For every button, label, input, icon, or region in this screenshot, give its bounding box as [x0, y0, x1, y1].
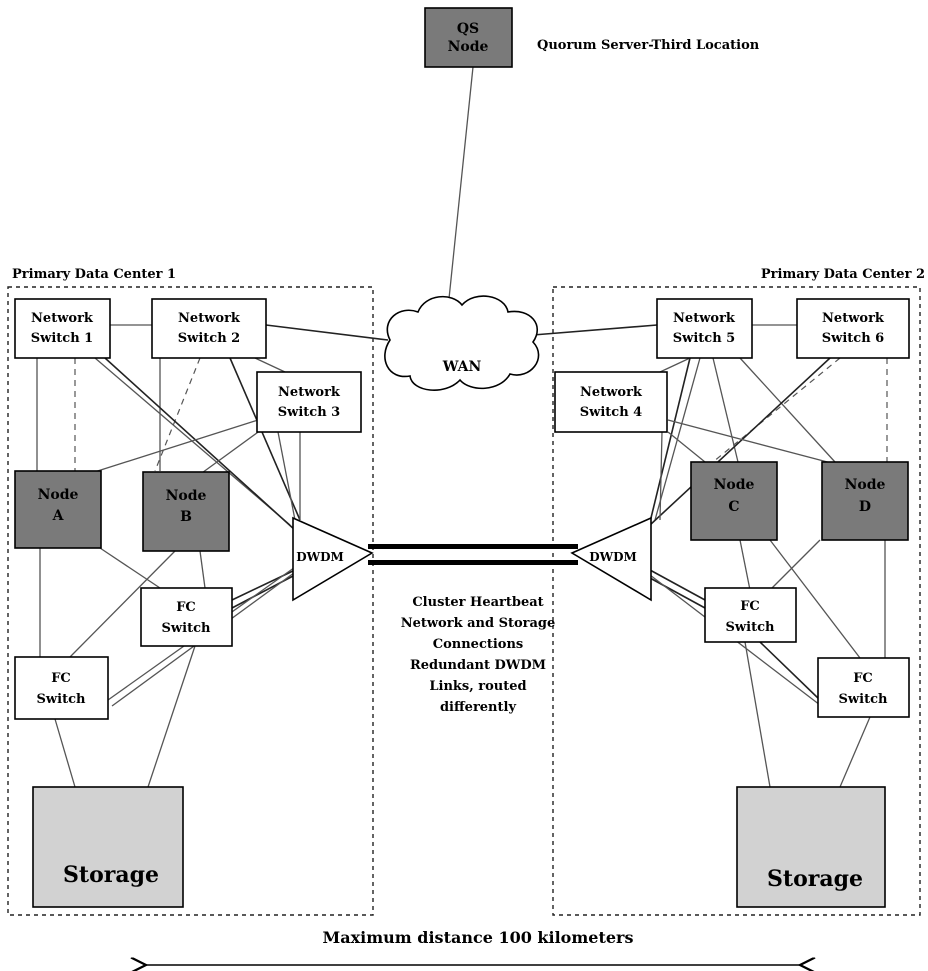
qs-node: QS Node [424, 7, 513, 68]
center-note: Cluster Heartbeat Network and Storage Co… [401, 595, 556, 715]
data-center-2-title: Primary Data Center 2 [761, 267, 925, 282]
dwdm-left: DWDM [292, 516, 374, 602]
dwdm-right: DWDM [570, 516, 652, 602]
fc-switch-left-lower: FC Switch [14, 656, 109, 720]
fc-switch-left-upper-line2: Switch [162, 621, 211, 636]
storage-right: Storage [736, 786, 886, 908]
network-switch-2-line2: Switch 2 [178, 331, 240, 346]
network-switch-6-line1: Network [822, 311, 885, 326]
data-center-2-region [552, 286, 921, 916]
node-a-line1: Node [38, 487, 79, 503]
distance-label: Maximum distance 100 kilometers [323, 928, 634, 947]
fc-switch-right-lower: FC Switch [817, 657, 910, 718]
network-switch-3: Network Switch 3 [256, 371, 362, 433]
data-center-1-region [7, 286, 374, 916]
center-note-line5: Links, routed [429, 679, 526, 694]
wan-cloud-shape [384, 295, 540, 391]
network-switch-1-line2: Switch 1 [31, 331, 93, 346]
center-note-line6: differently [440, 700, 516, 715]
fc-switch-right-upper-line2: Switch [726, 620, 775, 635]
dwdm-right-label: DWDM [589, 550, 637, 564]
qs-caption: Quorum Server-Third Location [537, 38, 760, 53]
storage-left: Storage [32, 786, 184, 908]
network-switch-3-line2: Switch 3 [278, 405, 340, 420]
node-a: Node A [14, 470, 102, 549]
node-b: Node B [142, 471, 230, 552]
wan-cloud: WAN [384, 295, 540, 391]
dwdm-left-label: DWDM [296, 550, 344, 564]
node-c-line2: C [728, 499, 739, 515]
center-note-line3: Connections [433, 637, 524, 652]
node-c-line1: Node [714, 477, 755, 493]
node-d-line2: D [859, 499, 871, 515]
network-switch-5-line2: Switch 5 [673, 331, 735, 346]
fc-switch-right-upper-line1: FC [740, 599, 760, 614]
network-switch-2-line1: Network [178, 311, 241, 326]
fc-switch-left-lower-line1: FC [51, 671, 71, 686]
fc-switch-left-upper-line1: FC [176, 600, 196, 615]
network-switch-1-line1: Network [31, 311, 94, 326]
node-d-line1: Node [845, 477, 886, 493]
network-switch-4-line1: Network [580, 385, 643, 400]
data-center-1-title: Primary Data Center 1 [12, 267, 176, 282]
network-switch-4: Network Switch 4 [554, 371, 668, 433]
network-switch-5-line1: Network [673, 311, 736, 326]
center-note-line2: Network and Storage [401, 616, 556, 631]
node-b-line2: B [180, 509, 192, 525]
fc-switch-left-upper: FC Switch [140, 587, 233, 647]
center-note-line1: Cluster Heartbeat [412, 595, 543, 610]
network-switch-4-line2: Switch 4 [580, 405, 642, 420]
fc-switch-right-lower-line2: Switch [839, 692, 888, 707]
node-b-line1: Node [166, 488, 207, 504]
fc-switch-left-lower-line2: Switch [37, 692, 86, 707]
node-d: Node D [821, 461, 909, 541]
storage-left-label: Storage [63, 862, 159, 888]
network-switch-6: Network Switch 6 [796, 298, 910, 359]
storage-right-label: Storage [767, 866, 863, 892]
network-switch-6-line2: Switch 6 [822, 331, 884, 346]
fc-switch-right-upper: FC Switch [704, 587, 797, 643]
center-note-line4: Redundant DWDM [410, 658, 546, 673]
wan-label: WAN [442, 359, 482, 375]
qs-node-box [424, 7, 513, 68]
node-c: Node C [690, 461, 778, 541]
network-switch-3-line1: Network [278, 385, 341, 400]
network-switch-2: Network Switch 2 [151, 298, 267, 359]
node-a-line2: A [52, 508, 65, 524]
fc-switch-right-lower-line1: FC [853, 671, 873, 686]
qs-node-line2: Node [448, 39, 489, 55]
network-switch-1: Network Switch 1 [14, 298, 111, 359]
network-switch-5: Network Switch 5 [656, 298, 753, 359]
qs-node-line1: QS [457, 21, 479, 37]
